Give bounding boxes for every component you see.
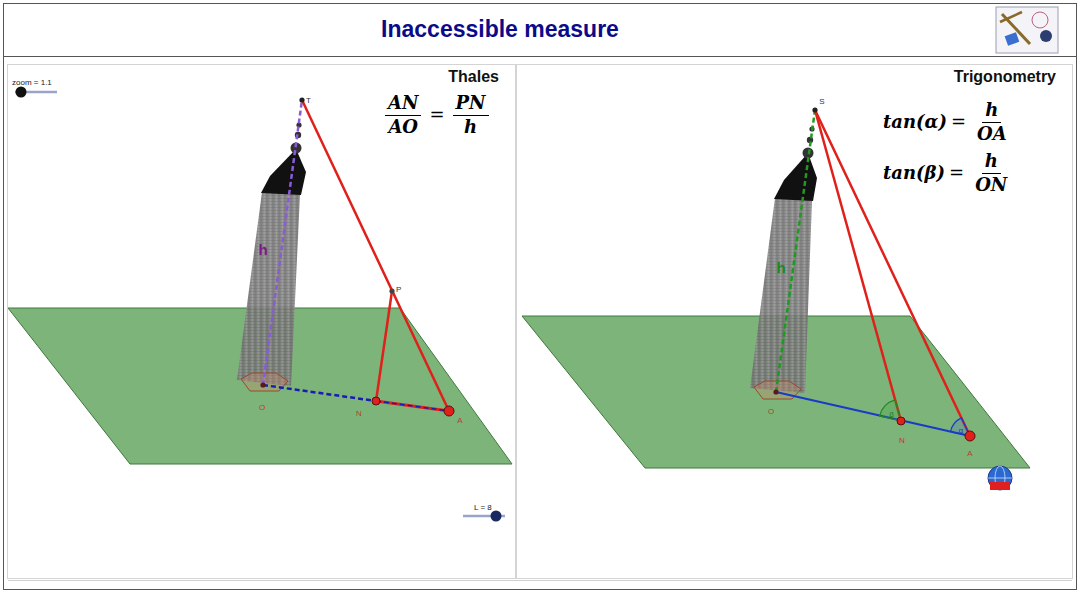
point-label: N [356, 410, 362, 419]
fraction-stack: hON [972, 151, 1010, 195]
point-label: P [396, 286, 401, 295]
label-anchor: α [958, 419, 963, 437]
label-anchor: N [899, 429, 905, 447]
denominator: ON [972, 174, 1010, 196]
label-anchor: O [259, 396, 265, 414]
formula-term: = [945, 163, 968, 184]
denominator: AO [385, 116, 421, 138]
footer-rule [8, 580, 1072, 581]
label-anchor: β [889, 403, 894, 421]
formula: tan(β)= hON [883, 151, 1014, 195]
fraction: ANAO [381, 93, 425, 137]
point [372, 397, 380, 405]
header-rule [4, 56, 1077, 57]
angle-label: α [958, 427, 963, 436]
panel-heading: Thales [448, 68, 499, 86]
denominator: h [461, 116, 480, 138]
ground-line [376, 401, 449, 411]
fraction-stack: ANAO [385, 93, 421, 137]
label-anchor: L = 8 [474, 496, 492, 514]
point [444, 406, 454, 416]
page-title: Inaccessible measure [381, 16, 619, 43]
equals-sign: = [949, 162, 964, 183]
height-line [263, 100, 302, 385]
formula-term: = [947, 112, 970, 133]
numerator: PN [453, 93, 489, 116]
equals-sign: = [429, 104, 444, 125]
function-term: tan(α) [883, 111, 947, 132]
sight-line [302, 100, 449, 411]
point-label: N [899, 437, 905, 446]
panel: Thales [7, 64, 516, 579]
formula-term: tan(α) [883, 112, 947, 133]
label-anchor: h [776, 259, 785, 277]
formula-term: tan(β) [883, 163, 945, 184]
globe-icon [988, 466, 1012, 490]
fraction-stack: PNh [453, 93, 489, 137]
label-anchor: S [819, 90, 824, 108]
point-label: T [306, 97, 311, 106]
panel-heading: Trigonometry [954, 68, 1056, 86]
slider-label: L = 8 [474, 504, 492, 513]
label-anchor: zoom = 1.1 [12, 71, 52, 89]
point-label: A [967, 450, 972, 459]
point-label: S [819, 98, 824, 107]
point-label: O [259, 404, 265, 413]
title-bar: Inaccessible measure [3, 3, 997, 56]
fraction-stack: hOA [974, 100, 1010, 144]
stick-line [376, 291, 392, 401]
angle-arc [880, 400, 901, 421]
point-label: A [457, 417, 462, 426]
point [260, 382, 265, 387]
point [773, 389, 778, 394]
logo-icon [996, 7, 1058, 53]
ground-line [263, 385, 376, 401]
tower [237, 122, 306, 391]
sight-line [815, 110, 970, 436]
formula: ANAO = PNh [381, 93, 493, 137]
numerator: h [982, 151, 1001, 174]
formula-term: = [425, 105, 448, 126]
ground-line [776, 392, 970, 436]
label-anchor: N [356, 402, 362, 420]
numerator: AN [385, 93, 421, 116]
slider [15, 87, 57, 98]
function-term: tan(β) [883, 162, 945, 183]
point [965, 431, 975, 441]
label-anchor: A [967, 442, 972, 460]
fraction: hOA [970, 100, 1014, 144]
equals-sign: = [951, 111, 966, 132]
ground-line [376, 401, 449, 411]
height-label: h [776, 260, 785, 277]
label-anchor: O [768, 400, 774, 418]
point [299, 97, 304, 102]
denominator: OA [974, 123, 1010, 145]
slider [463, 511, 505, 522]
height-line [776, 110, 815, 392]
height-label: h [258, 242, 267, 259]
outer-frame [4, 4, 1077, 590]
label-anchor: A [457, 409, 462, 427]
slider-label: zoom = 1.1 [12, 79, 52, 88]
point [897, 417, 905, 425]
point-label: O [768, 408, 774, 417]
formula: tan(α)= hOA [883, 100, 1014, 144]
numerator: h [982, 100, 1001, 123]
fraction: hON [968, 151, 1014, 195]
point [812, 107, 817, 112]
label-anchor: T [306, 89, 311, 107]
label-anchor: P [396, 278, 401, 296]
point [389, 288, 394, 293]
angle-label: β [889, 411, 894, 420]
fraction: PNh [449, 93, 493, 137]
label-anchor: h [258, 241, 267, 259]
